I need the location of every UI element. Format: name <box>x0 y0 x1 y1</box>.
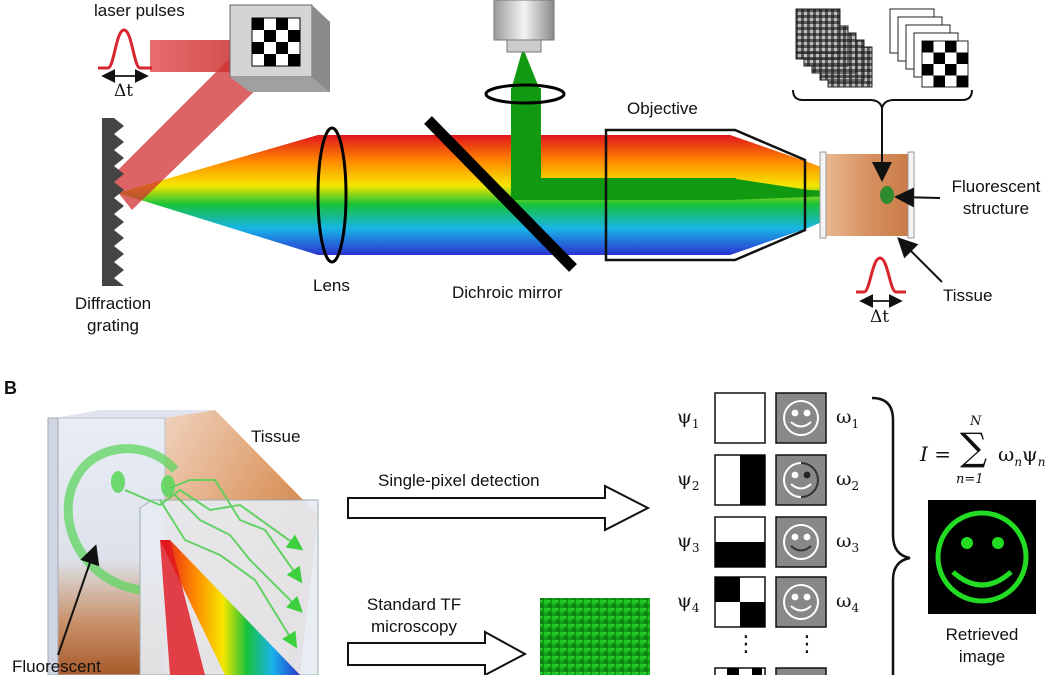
dichroic-mirror <box>424 116 577 272</box>
formula-sum-symbol: ∑ <box>960 425 988 469</box>
tube-lens <box>484 83 566 105</box>
laser-pulses-label: laser pulses <box>94 1 185 20</box>
omega-label-3: ω3 <box>836 530 860 555</box>
tissue-arrow <box>897 237 943 283</box>
diffraction-grating-label: Diffraction grating <box>74 294 152 335</box>
fluorescent-structure-arrow <box>894 187 941 208</box>
camera-detector <box>493 0 555 53</box>
omega-label-2: ω2 <box>836 468 860 493</box>
standard-tf-noisy-image <box>540 598 650 675</box>
objective-label: Objective <box>627 99 698 118</box>
checker-pattern-stack <box>889 8 969 88</box>
omega-label-4: ω4 <box>836 590 860 615</box>
dmd-device <box>229 4 330 92</box>
psi-ellipsis: ⋮ <box>735 631 757 656</box>
psi-label-1: ψ1 <box>677 406 700 431</box>
formula-lower-limit: n=1 <box>956 472 984 487</box>
omega-smiley-images <box>775 392 827 675</box>
tissue-sample <box>819 151 915 239</box>
diffraction-grating <box>102 118 124 286</box>
summation-brace <box>871 396 911 675</box>
single-pixel-arrow <box>347 484 651 532</box>
output-pulse-width-label: Δt <box>870 307 890 327</box>
fluorescent-structure-dot <box>880 186 894 204</box>
fluorescence-beam-horizontal <box>511 178 736 200</box>
psi-pattern-3 <box>714 516 766 568</box>
speckle-pattern-stack <box>795 8 873 88</box>
input-pulse-width-label: Δt <box>114 81 134 101</box>
red-beam-to-grating <box>108 60 262 210</box>
tissue-cube <box>47 410 319 675</box>
formula-lhs: I = <box>920 442 952 466</box>
psi-patterns <box>714 392 766 675</box>
formula-upper-limit: N <box>970 414 982 429</box>
lens-label: Lens <box>313 276 350 295</box>
tissue-label-a: Tissue <box>943 286 993 305</box>
fluorescence-beam-up <box>511 48 540 90</box>
psi-pattern-4 <box>714 576 766 628</box>
psi-label-2: ψ2 <box>677 468 700 493</box>
spectral-fan <box>118 135 318 255</box>
fluorescent-label-arrow <box>57 544 100 656</box>
rainbow-illumination <box>160 540 300 675</box>
formula-term: ωnψn <box>998 442 1046 469</box>
standard-tf-arrow <box>347 630 528 675</box>
dichroic-mirror-label: Dichroic mirror <box>452 283 563 302</box>
fluorescent-label-b: Fluorescent <box>12 657 101 676</box>
omega-label-1: ω1 <box>836 406 860 431</box>
single-pixel-detection-label: Single-pixel detection <box>378 471 540 490</box>
standard-tf-label: Standard TF microscopy <box>366 595 462 636</box>
dmd-checker-pattern <box>251 17 301 67</box>
psi-label-3: ψ3 <box>677 530 700 555</box>
tissue-label-b: Tissue <box>251 427 301 446</box>
output-pulse-icon <box>856 256 906 308</box>
psi-pattern-5-partial <box>714 667 766 675</box>
psi-pattern-1 <box>714 392 766 444</box>
pattern-brace <box>792 89 973 109</box>
retrieved-image <box>928 500 1036 614</box>
psi-label-4: ψ4 <box>677 590 700 615</box>
faint-smiley-outline <box>63 444 179 595</box>
panel-b-label: B <box>4 378 17 398</box>
reconstruction-formula: I = N ∑ n=1 ωnψn <box>918 414 1050 494</box>
lens <box>316 126 348 264</box>
omega-ellipsis: ⋮ <box>796 631 818 656</box>
retrieved-image-label: Retrieved image <box>945 625 1019 666</box>
objective <box>604 128 807 262</box>
fluorescent-structure-label: Fluorescent structure <box>951 177 1041 218</box>
laser-pulse-icon <box>98 28 152 83</box>
psi-pattern-2 <box>714 454 766 506</box>
